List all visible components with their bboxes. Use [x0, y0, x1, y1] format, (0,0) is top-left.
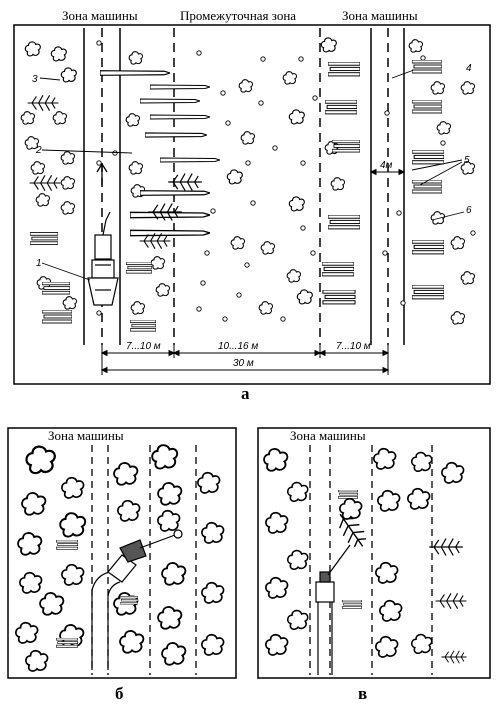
panel-letter-a: а: [241, 384, 250, 403]
panel-c-frame: [257, 427, 491, 679]
panel-c-crowns: [263, 447, 465, 658]
panel-a-frame: [13, 24, 491, 385]
panel-b-lane-lines: [91, 445, 197, 675]
panel-b-machine: [107, 529, 183, 583]
zone-label-left: Зона машины: [62, 8, 138, 23]
callout-2: 2: [35, 145, 42, 156]
dim-middle-label: 10...16 м: [218, 341, 258, 352]
dim-4m-label: 4м: [380, 160, 393, 171]
callout-5: 5: [464, 155, 470, 166]
panel-a-felled-trunks: [100, 69, 220, 237]
panel-letter-b: б: [115, 684, 124, 703]
dim-right-label: 7...10 м: [336, 341, 371, 352]
zone-label-c: Зона машины: [290, 428, 366, 443]
panel-a-harvester-machine: [87, 211, 119, 306]
panel-c-machine: [315, 544, 351, 603]
panel-a-zone-boundaries: [101, 28, 389, 345]
panel-b-track: [91, 571, 121, 670]
panel-c-fallen-firs: [331, 507, 468, 664]
zone-label-b: Зона машины: [48, 428, 124, 443]
dim-4m-line: [369, 168, 406, 176]
callout-3: 3: [32, 74, 38, 85]
zone-label-intermediate: Промежуточная зона: [180, 8, 297, 23]
panel-a-lane-lines: [83, 28, 405, 345]
dim-total-label: 30 м: [233, 358, 254, 369]
panel-a-arrow: [96, 162, 108, 185]
panel-b-frame: [7, 427, 237, 679]
callout-6: 6: [466, 205, 472, 216]
zone-label-right: Зона машины: [342, 8, 418, 23]
panel-a-callout-lines: [39, 69, 465, 281]
dim-left-label: 7...10 м: [126, 341, 161, 352]
panel-c-track: [317, 600, 333, 675]
callout-1: 1: [36, 258, 42, 269]
panel-a-fallen-firs: [138, 172, 203, 250]
panel-letter-c: в: [358, 684, 368, 703]
callout-4: 4: [466, 63, 472, 74]
panel-c-lane-lines: [309, 445, 433, 675]
dim-lines-bottom: [100, 345, 390, 375]
